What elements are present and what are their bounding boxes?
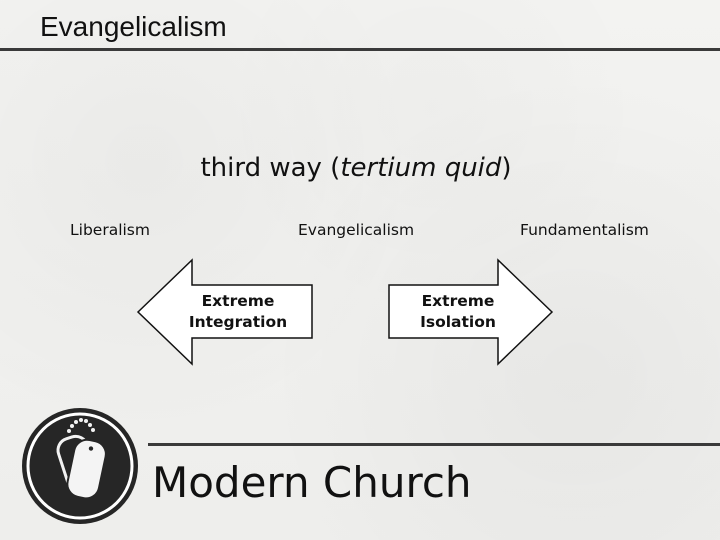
left-arrow-line2: Integration (188, 313, 288, 331)
dog-tags-icon (22, 408, 138, 524)
label-fundamentalism: Fundamentalism (520, 221, 649, 239)
left-arrow-line1: Extreme (201, 292, 275, 310)
top-divider (0, 48, 720, 51)
slide-title: Evangelicalism (40, 11, 227, 42)
left-arrow-shape (136, 258, 313, 366)
diagram-subtitle: third way (tertium quid) (0, 153, 712, 184)
label-evangelicalism: Evangelicalism (298, 221, 415, 239)
subtitle-suffix: ) (501, 153, 512, 183)
bottom-divider (148, 443, 720, 446)
right-arrow-label: Extreme Isolation (402, 291, 514, 333)
footer-title: Modern Church (152, 458, 472, 507)
subtitle-prefix: third way ( (200, 153, 341, 183)
subtitle-italic: tertium quid (340, 153, 502, 183)
right-arrow-shape (388, 258, 554, 366)
label-liberalism: Liberalism (70, 221, 150, 239)
right-arrow-line2: Isolation (420, 313, 496, 331)
left-arrow-label: Extreme Integration (182, 291, 294, 333)
right-arrow-line1: Extreme (421, 292, 495, 310)
